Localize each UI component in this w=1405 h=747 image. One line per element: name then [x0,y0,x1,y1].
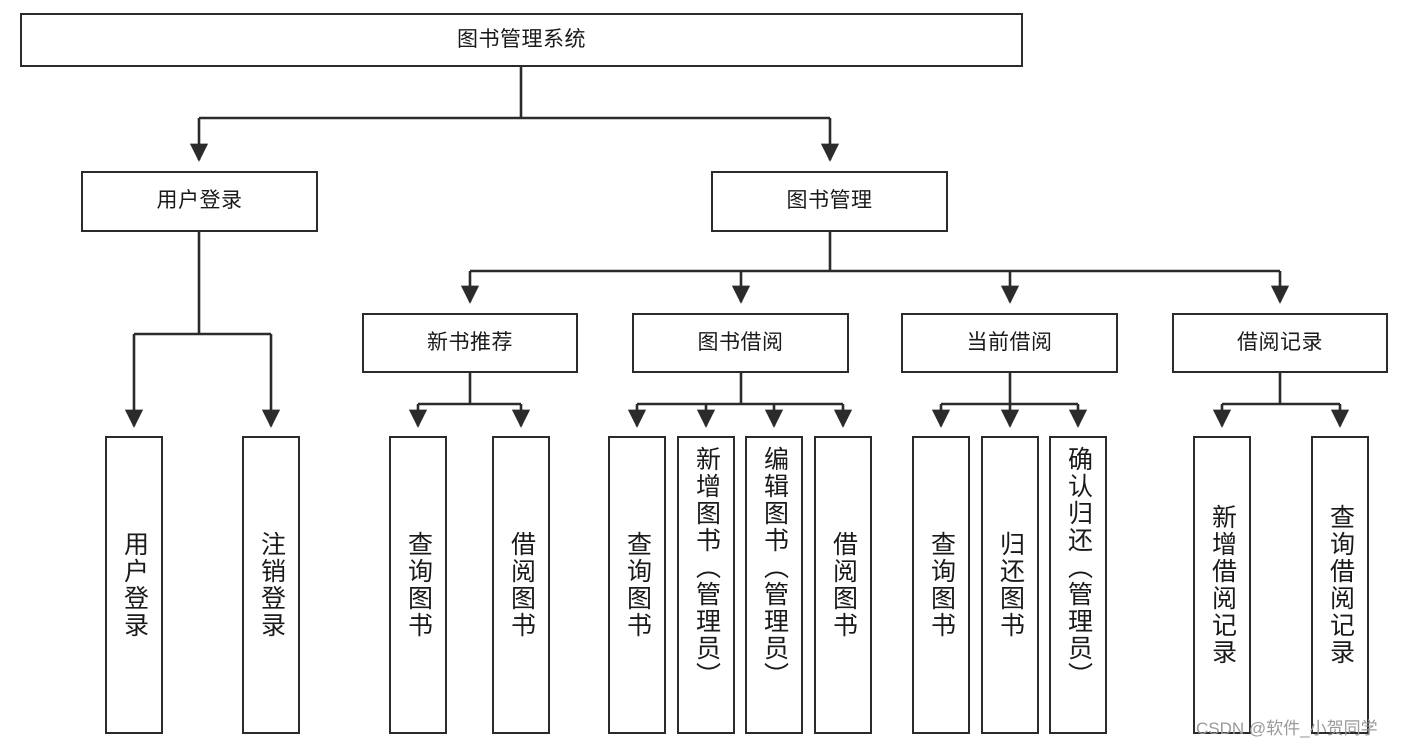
csdn-watermark: CSDN @软件_小贺同学 [1196,719,1378,738]
node-borrow-records[interactable]: 借阅记录 [1172,313,1388,373]
node-label: 编辑图书（管理员） [760,446,789,689]
node-label: 注销登录 [257,531,286,639]
node-user-login[interactable]: 用户登录 [81,171,318,232]
node-leaf-return-book[interactable]: 归还图书 [981,436,1039,734]
node-label: 查询图书 [927,531,956,639]
node-leaf-logout[interactable]: 注销登录 [242,436,300,734]
node-leaf-add-book[interactable]: 新增图书（管理员） [677,436,735,734]
node-leaf-query-book-3[interactable]: 查询图书 [912,436,970,734]
node-new-book-recommendation[interactable]: 新书推荐 [362,313,578,373]
node-label: 归还图书 [996,531,1025,639]
node-label: 借阅图书 [507,531,536,639]
node-label: 新书推荐 [427,330,513,354]
node-leaf-user-login[interactable]: 用户登录 [105,436,163,734]
node-label: 查询图书 [404,531,433,639]
node-leaf-borrow-book-1[interactable]: 借阅图书 [492,436,550,734]
node-label: 用户登录 [156,189,243,213]
node-leaf-add-borrow-record[interactable]: 新增借阅记录 [1193,436,1251,734]
node-label: 图书管理 [786,189,873,213]
node-book-borrowing[interactable]: 图书借阅 [632,313,849,373]
node-label: 查询借阅记录 [1326,504,1355,666]
node-label: 查询图书 [623,531,652,639]
node-label: 确认归还（管理员） [1064,446,1093,689]
node-label: 当前借阅 [966,330,1053,354]
node-leaf-confirm-return[interactable]: 确认归还（管理员） [1049,436,1107,734]
node-leaf-borrow-book-2[interactable]: 借阅图书 [814,436,872,734]
node-current-borrowing[interactable]: 当前借阅 [901,313,1118,373]
node-label: 借阅图书 [829,531,858,639]
node-label: 借阅记录 [1237,330,1323,354]
node-leaf-query-book-2[interactable]: 查询图书 [608,436,666,734]
node-label: 图书借阅 [697,330,784,354]
node-label: 图书管理系统 [457,27,586,51]
node-leaf-edit-book[interactable]: 编辑图书（管理员） [745,436,803,734]
node-label: 用户登录 [120,531,149,639]
node-root-system[interactable]: 图书管理系统 [20,13,1023,67]
node-label: 新增借阅记录 [1208,504,1237,666]
node-label: 新增图书（管理员） [692,446,721,689]
node-leaf-query-borrow-record[interactable]: 查询借阅记录 [1311,436,1369,734]
node-book-management[interactable]: 图书管理 [711,171,948,232]
node-leaf-query-book-1[interactable]: 查询图书 [389,436,447,734]
